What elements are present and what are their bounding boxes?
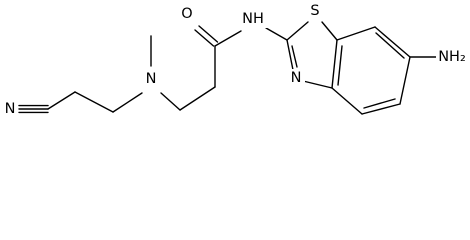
bond-c5-c4 [361, 103, 401, 115]
bond-c7a-c7 [336, 26, 376, 41]
bond-carbonyl-2 [198, 25, 219, 43]
bond-carbonyl-nh [214, 30, 242, 47]
atom-nh-amide: NH [242, 11, 264, 27]
bond-ch2-n [112, 92, 143, 113]
bond-n3-c3a [302, 80, 333, 89]
atom-o-carbonyl: O [181, 6, 192, 22]
bond-c7a-c3a [331, 39, 338, 89]
atom-n-thiazole: N [291, 70, 302, 86]
bond-aromatic-1 [375, 32, 405, 59]
bond-n-ch2 [160, 92, 181, 111]
structural-formula: N N O NH S N NH₂ [4, 3, 466, 117]
atom-n-nitrile: N [5, 101, 16, 117]
atom-s-thiazole: S [310, 3, 319, 19]
bond-s-c7a [321, 21, 338, 41]
bond-aromatic-3 [337, 45, 343, 86]
atom-n-amine: N [146, 71, 157, 87]
bond-ch2-ch2 [74, 91, 114, 113]
bond-c4-c3a [331, 87, 363, 115]
bond-aromatic-2 [363, 98, 396, 109]
bond-c7-c6 [374, 26, 411, 58]
bond-c2-s [286, 21, 309, 41]
bond-ch2-ch2-b [179, 86, 216, 111]
bond-c6-c5 [399, 56, 411, 105]
bond-c2-n3-1 [286, 39, 294, 71]
bond-nh-c2 [265, 27, 288, 41]
bond-c2-n3-2 [291, 45, 298, 68]
bond-carbonyl-1 [194, 29, 215, 47]
bond-c-ch2 [47, 91, 76, 110]
atom-nh2-amino: NH₂ [438, 49, 466, 65]
